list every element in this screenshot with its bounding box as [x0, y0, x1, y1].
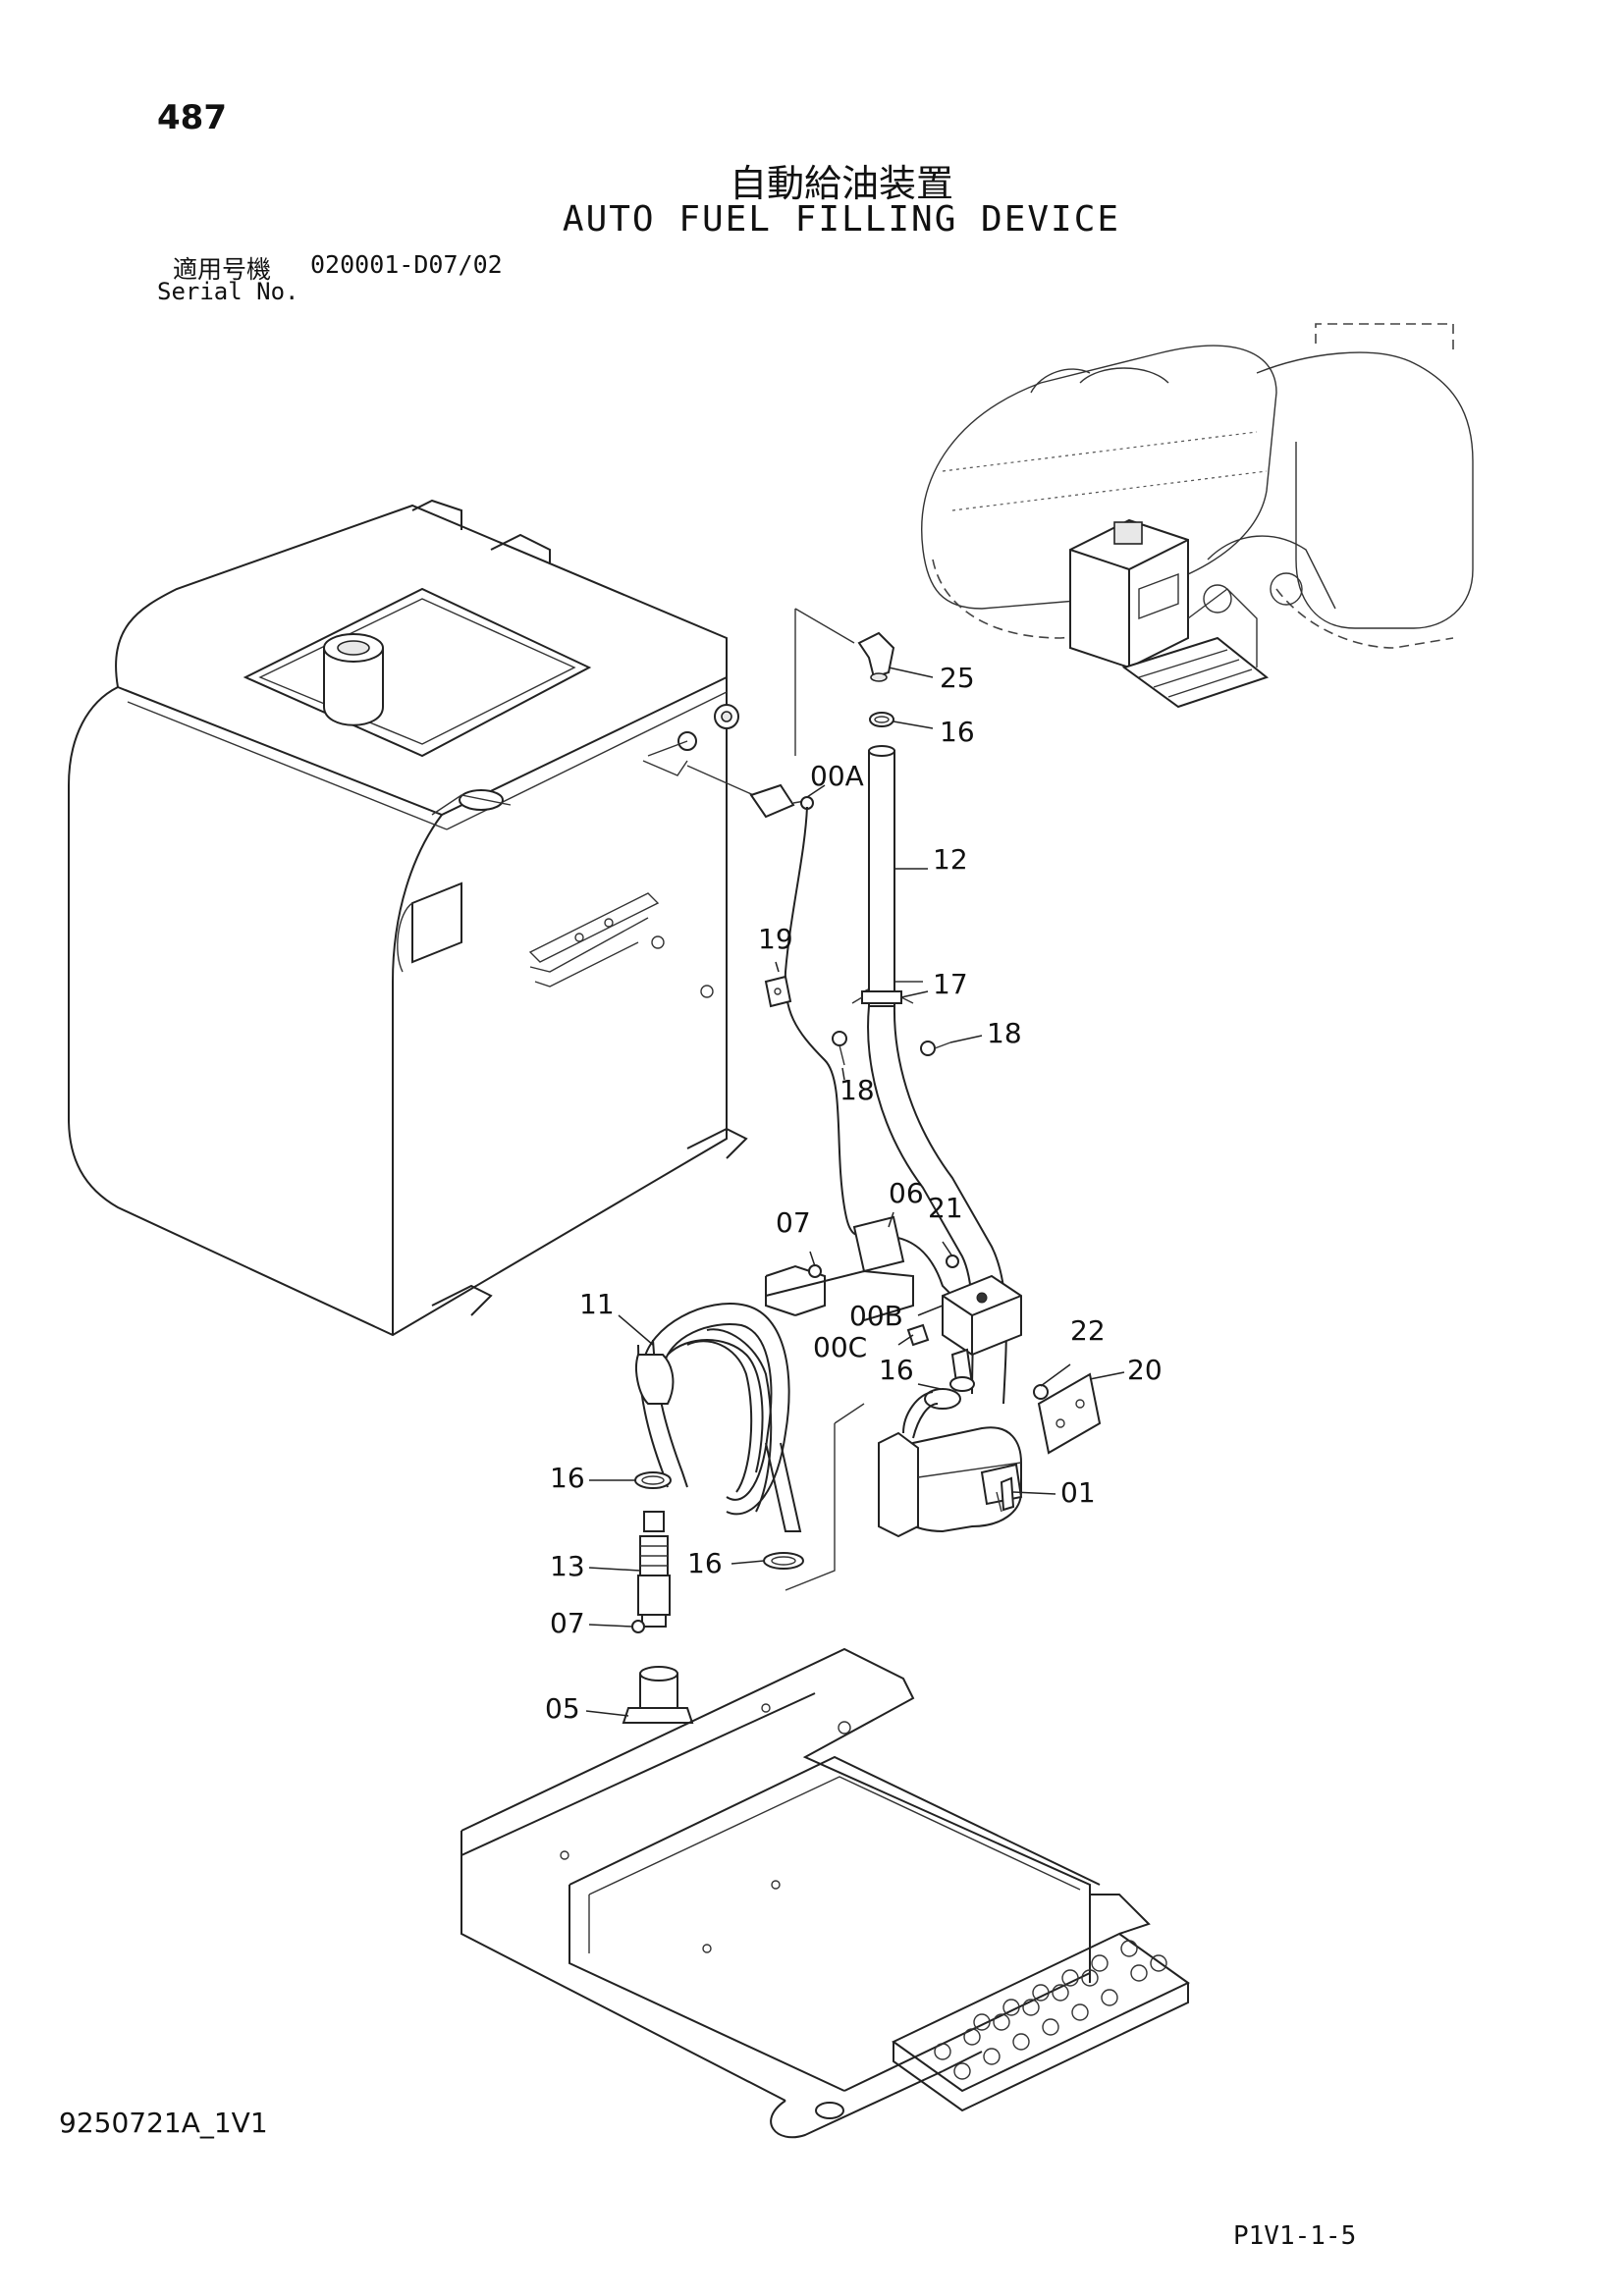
solenoid-valve	[906, 1274, 1102, 1455]
callout-11: 11	[579, 1288, 615, 1320]
fuel-pump	[878, 1388, 1023, 1538]
callout-00C: 00C	[813, 1331, 867, 1363]
callout-16-hose: 16	[550, 1462, 585, 1494]
fuel-tank	[68, 499, 748, 1337]
mounting-bracket	[765, 1215, 959, 1321]
callout-25: 25	[940, 662, 975, 694]
fuel-pipe-assembly	[832, 631, 1007, 1405]
page-code: P1V1-1-5	[1233, 2221, 1357, 2251]
title-english: AUTO FUEL FILLING DEVICE	[562, 199, 1121, 240]
leader-lines	[585, 667, 1125, 1717]
drawing-id: 9250721A_1V1	[59, 2107, 268, 2139]
callout-00A: 00A	[810, 760, 864, 792]
callout-06: 06	[889, 1177, 924, 1209]
machine-overview-inset	[921, 323, 1474, 709]
step-plate-holes	[934, 1940, 1167, 2080]
serial-number-value: 020001-D07/02	[310, 250, 503, 279]
title-japanese: 自動給油装置	[729, 162, 953, 205]
fuel-hose-coil	[634, 1303, 804, 1570]
serial-label-english: Serial No.	[157, 278, 299, 305]
callout-19: 19	[758, 923, 793, 955]
callout-16-pump: 16	[879, 1354, 914, 1386]
callout-07-lower: 07	[550, 1607, 585, 1639]
callout-05: 05	[545, 1692, 580, 1725]
callout-20: 20	[1127, 1354, 1163, 1386]
callout-01: 01	[1060, 1476, 1096, 1509]
callout-labels: 25 16 00A 12 19 17 18 18 07 06 21 11 00B…	[545, 662, 1163, 1725]
callout-22: 22	[1070, 1314, 1106, 1347]
callout-16-lower: 16	[687, 1547, 723, 1579]
page-number: 487	[157, 98, 227, 137]
callout-00B: 00B	[849, 1300, 903, 1332]
callout-17: 17	[933, 968, 968, 1000]
callout-13: 13	[550, 1550, 585, 1582]
callout-18-right: 18	[987, 1017, 1022, 1049]
wire-harness	[749, 783, 963, 1307]
callout-16-upper: 16	[940, 716, 975, 748]
callout-07-upper: 07	[776, 1206, 811, 1239]
base-frame	[460, 1647, 1190, 2139]
callout-21: 21	[928, 1192, 963, 1224]
serial-label-japanese: 適用号機	[173, 255, 272, 284]
assembly-guide-lines	[686, 608, 923, 1591]
callout-18-lower: 18	[839, 1074, 875, 1106]
callout-12: 12	[933, 843, 968, 876]
suction-nozzle	[622, 1511, 694, 1724]
